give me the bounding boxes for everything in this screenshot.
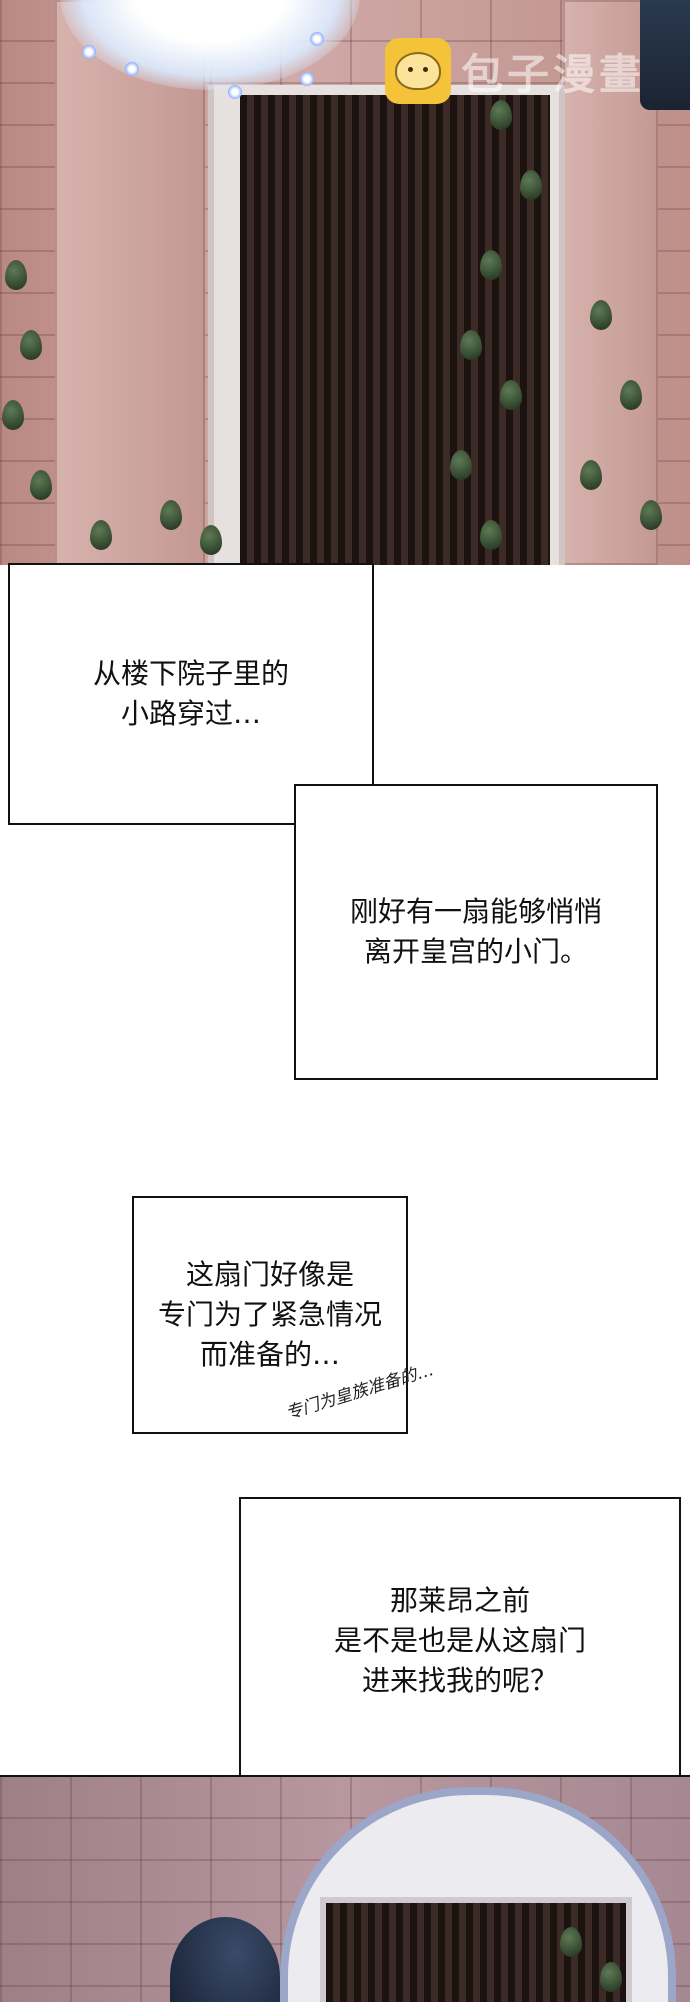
ivy-leaf [490, 100, 512, 130]
scene-archway-panel [0, 1775, 690, 2002]
wooden-door [240, 95, 550, 565]
watermark-text: 包子漫畫 [461, 49, 646, 99]
caption-box-1: 从楼下院子里的 小路穿过… [8, 563, 374, 825]
ivy-leaf [480, 250, 502, 280]
ivy-leaf [580, 460, 602, 490]
caption-box-3: 这扇门好像是 专门为了紧急情况 而准备的… [132, 1196, 408, 1434]
caption-box-2: 刚好有一扇能够悄悄 离开皇宫的小门。 [294, 784, 658, 1080]
ivy-leaf [2, 400, 24, 430]
ivy-leaf [5, 260, 27, 290]
sparkle-icon [82, 45, 96, 59]
ivy-leaf [30, 470, 52, 500]
ivy-leaf [200, 525, 222, 555]
ivy-leaf [640, 500, 662, 530]
ivy-leaf [160, 500, 182, 530]
stone-pillar-left [55, 0, 205, 565]
ivy-leaf [500, 380, 522, 410]
sparkle-icon [300, 72, 314, 86]
ivy-leaf [20, 330, 42, 360]
ivy-leaf [600, 1962, 622, 1992]
ivy-leaf [480, 520, 502, 550]
wooden-door [320, 1897, 632, 2002]
ivy-leaf [460, 330, 482, 360]
ivy-leaf [620, 380, 642, 410]
lantern [640, 0, 690, 110]
watermark: 包子漫畫 [385, 36, 645, 106]
scene-palace-door-panel: 包子漫畫 [0, 0, 690, 565]
sparkle-icon [310, 32, 324, 46]
ivy-leaf [450, 450, 472, 480]
ivy-leaf [520, 170, 542, 200]
bun-mascot-icon [385, 38, 451, 104]
ivy-leaf [90, 520, 112, 550]
sparkle-icon [228, 85, 242, 99]
ivy-leaf [590, 300, 612, 330]
caption-box-4: 那莱昂之前 是不是也是从这扇门 进来找我的呢？ [239, 1497, 681, 1785]
sparkle-icon [125, 62, 139, 76]
ivy-leaf [560, 1927, 582, 1957]
